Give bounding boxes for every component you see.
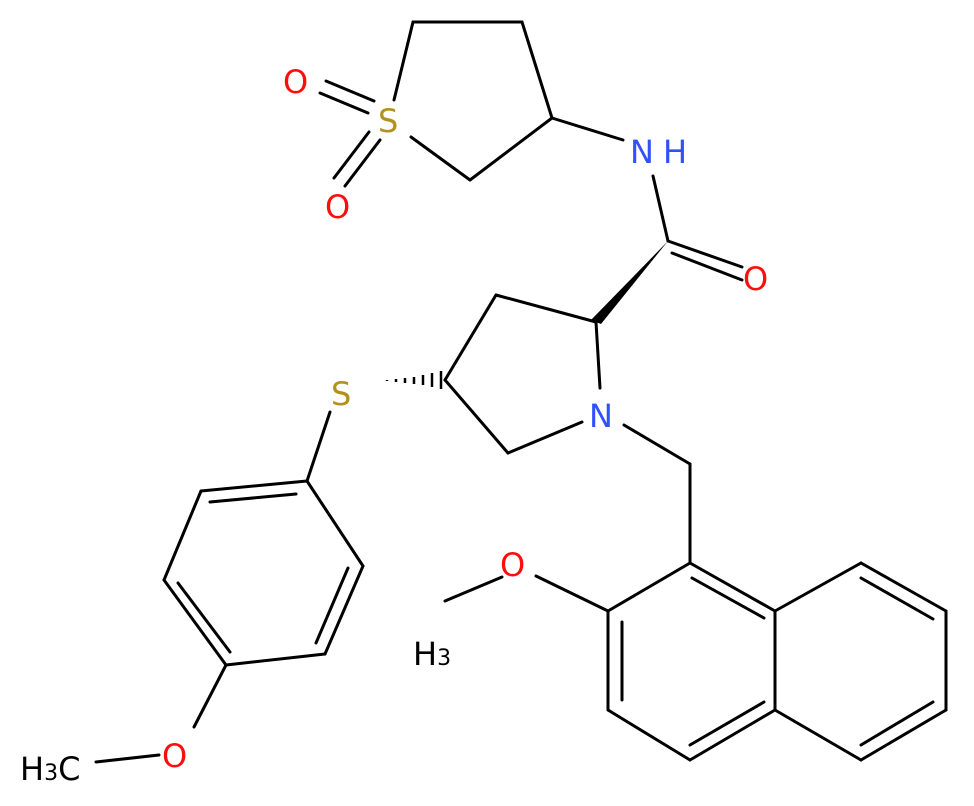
- bond: [688, 708, 777, 762]
- bond: [670, 251, 744, 282]
- bond: [443, 575, 504, 603]
- bond: [443, 378, 510, 455]
- bond: [520, 20, 554, 120]
- bond: [688, 561, 777, 613]
- bond: [622, 423, 692, 466]
- bond: [318, 91, 370, 115]
- bond: [606, 561, 692, 613]
- sulfone-sulfur-label: S: [378, 102, 398, 140]
- bond: [162, 578, 228, 667]
- bond: [199, 479, 309, 493]
- bond: [192, 663, 228, 729]
- bond: [688, 700, 766, 747]
- ring-nitrogen-label: N: [589, 397, 613, 435]
- naphthalene: [606, 561, 948, 762]
- thioether-sulfur-label: S: [331, 375, 351, 413]
- bond: [409, 135, 472, 182]
- bond: [773, 708, 863, 762]
- naphthyl-methoxy-carbon-label: H3: [413, 635, 451, 673]
- naphthyl-methoxy-oxygen-label: O: [500, 546, 525, 584]
- bond: [859, 700, 935, 747]
- phenyl-methoxy-oxygen-label: O: [162, 737, 187, 775]
- bond: [94, 753, 161, 764]
- bond: [506, 420, 584, 455]
- bond: [468, 116, 554, 182]
- bond: [773, 561, 863, 613]
- phenyl-methoxy-carbon-label: H3C: [20, 750, 80, 788]
- bond: [859, 561, 948, 613]
- bond: [494, 293, 598, 324]
- hash-bond: [385, 371, 443, 389]
- bond: [332, 130, 371, 180]
- bond: [859, 708, 948, 762]
- sulfone-oxygen-top-label: O: [283, 63, 308, 101]
- bond: [324, 79, 376, 103]
- bond: [305, 410, 332, 483]
- bond: [314, 566, 350, 645]
- bond: [666, 239, 744, 269]
- amide-nitrogen-label: N: [630, 133, 654, 171]
- phenyl-ring: [162, 479, 365, 667]
- bond: [550, 116, 625, 142]
- bond: [323, 564, 365, 656]
- bond: [594, 320, 602, 390]
- sulfone-oxygen-bottom-label: O: [325, 188, 350, 226]
- bond: [534, 574, 610, 613]
- bond: [606, 708, 692, 762]
- bond: [208, 492, 298, 504]
- pyrrolidine-ring: [443, 293, 602, 455]
- bond: [305, 479, 365, 568]
- bond: [224, 652, 327, 667]
- bond: [176, 581, 232, 654]
- bond: [690, 576, 766, 620]
- bond: [343, 138, 382, 188]
- bond: [859, 576, 935, 621]
- carbonyl-oxygen-label: O: [743, 260, 768, 298]
- bond: [651, 174, 670, 243]
- bond: [392, 20, 415, 102]
- amide-hydrogen-label: H: [663, 133, 687, 171]
- sulfolane-ring: [318, 20, 554, 188]
- wedge-bond: [591, 241, 668, 324]
- bond: [443, 293, 498, 382]
- bond: [162, 489, 203, 582]
